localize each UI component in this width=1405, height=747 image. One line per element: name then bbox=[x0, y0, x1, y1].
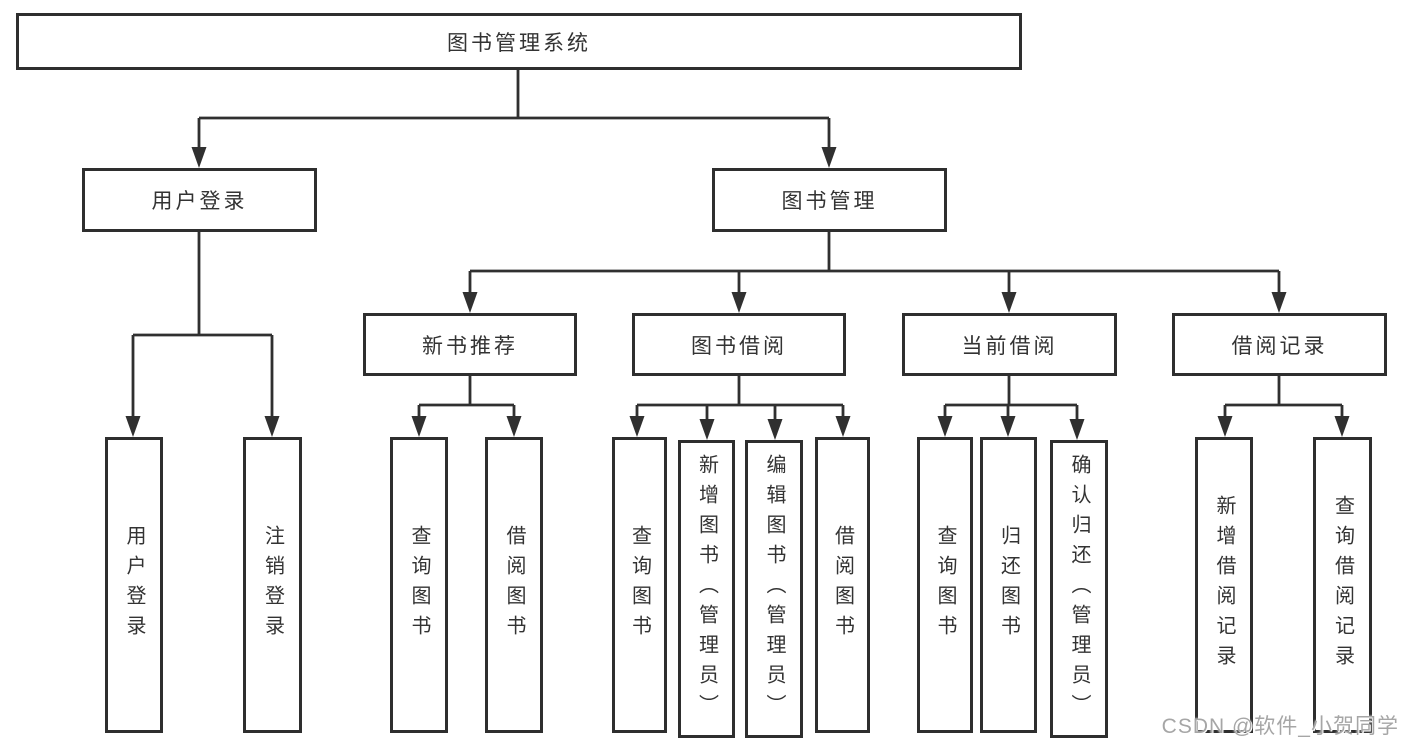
leaf-borrow-books-borrowing: 借阅图书 bbox=[815, 437, 870, 733]
leaf-add-borrow-record: 新增借阅记录 bbox=[1195, 437, 1253, 733]
leaf-query-books-recommend: 查询图书 bbox=[390, 437, 448, 733]
node-label: 确认归还（管理员） bbox=[1068, 454, 1090, 724]
node-label: 查询图书 bbox=[408, 525, 430, 645]
node-label: 图书借阅 bbox=[691, 334, 787, 358]
node-current-borrowing: 当前借阅 bbox=[902, 313, 1117, 376]
node-label: 查询图书 bbox=[628, 525, 651, 645]
node-label: 借阅图书 bbox=[831, 525, 854, 645]
leaf-user-login: 用户登录 bbox=[105, 437, 163, 733]
node-label: 注销登录 bbox=[261, 525, 284, 645]
leaf-add-book-admin: 新增图书（管理员） bbox=[678, 440, 735, 738]
node-label: 归还图书 bbox=[997, 525, 1020, 645]
node-book-management-branch: 图书管理 bbox=[712, 168, 947, 232]
node-new-book-recommend: 新书推荐 bbox=[363, 313, 577, 376]
leaf-return-books: 归还图书 bbox=[980, 437, 1037, 733]
node-root-library-system: 图书管理系统 bbox=[16, 13, 1022, 70]
node-label: 当前借阅 bbox=[961, 334, 1058, 358]
node-label: 图书管理 bbox=[781, 190, 878, 213]
leaf-query-books-borrowing: 查询图书 bbox=[612, 437, 667, 733]
node-label: 借阅记录 bbox=[1231, 334, 1328, 358]
leaf-logout: 注销登录 bbox=[243, 437, 302, 733]
node-borrowing-records: 借阅记录 bbox=[1172, 313, 1387, 376]
leaf-query-borrow-record: 查询借阅记录 bbox=[1313, 437, 1372, 733]
leaf-confirm-return-admin: 确认归还（管理员） bbox=[1050, 440, 1108, 738]
node-book-borrowing: 图书借阅 bbox=[632, 313, 846, 376]
node-label: 用户登录 bbox=[123, 525, 145, 645]
node-user-login-branch: 用户登录 bbox=[82, 168, 317, 232]
node-label: 新增图书（管理员） bbox=[695, 454, 718, 724]
node-label: 查询借阅记录 bbox=[1331, 495, 1354, 675]
node-label: 编辑图书（管理员） bbox=[763, 454, 785, 724]
node-label: 图书管理系统 bbox=[447, 31, 591, 55]
node-label: 查询图书 bbox=[934, 525, 956, 645]
node-label: 用户登录 bbox=[151, 190, 248, 213]
node-label: 新增借阅记录 bbox=[1213, 495, 1235, 675]
leaf-query-books-current: 查询图书 bbox=[917, 437, 973, 733]
node-label: 借阅图书 bbox=[503, 525, 525, 645]
node-label: 新书推荐 bbox=[422, 334, 518, 358]
leaf-borrow-books-recommend: 借阅图书 bbox=[485, 437, 543, 733]
leaf-edit-book-admin: 编辑图书（管理员） bbox=[745, 440, 803, 738]
csdn-watermark: CSDN @软件_小贺同学 bbox=[1161, 715, 1399, 738]
